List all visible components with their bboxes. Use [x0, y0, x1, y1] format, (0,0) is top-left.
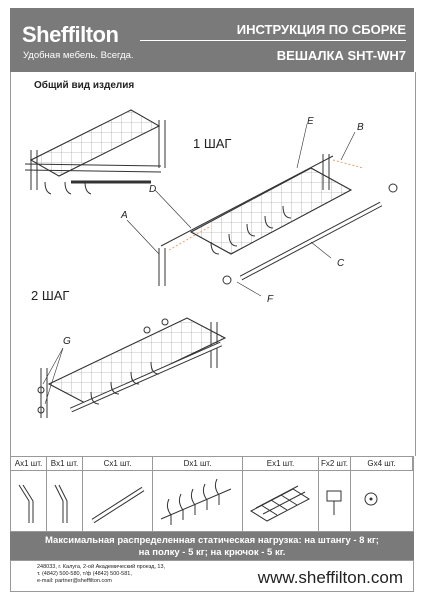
- part-header: Dx1 шт.: [153, 457, 243, 471]
- side-bracket-icon: [18, 484, 34, 523]
- part-letter-b: B: [357, 122, 364, 133]
- part-letter-g: G: [63, 336, 71, 347]
- rod-icon: [91, 486, 145, 524]
- part-letter-e: E: [307, 116, 314, 127]
- part-letter-d: D: [149, 184, 157, 195]
- screw-cap-icon: [364, 492, 378, 506]
- part-c-cell: [83, 471, 153, 536]
- part-header: Fx2 шт.: [319, 457, 351, 471]
- part-e-cell: [243, 471, 319, 536]
- assembly-drawing: Общий вид изделия 1 ШАГ 2 ШАГ: [10, 72, 416, 456]
- side-bracket-icon: [54, 484, 68, 523]
- step-2-drawing: [37, 317, 227, 418]
- part-d-cell: [153, 471, 243, 536]
- part-letter-f: F: [267, 294, 274, 305]
- footer: 248033, г. Калуга, 2-ой Академический пр…: [10, 560, 414, 592]
- assembly-illustration: [24, 109, 398, 418]
- part-header: Ax1 шт.: [11, 457, 47, 471]
- brand-logo: Sheffilton: [22, 22, 119, 47]
- website-link[interactable]: www.sheffilton.com: [257, 568, 403, 587]
- header-divider: [140, 40, 406, 41]
- load-banner: Максимальная распределенная статическая …: [10, 532, 414, 560]
- part-header: Gx4 шт.: [351, 457, 413, 471]
- part-f-cell: [319, 471, 351, 536]
- document-title: ИНСТРУКЦИЯ ПО СБОРКЕ: [236, 22, 406, 37]
- part-header: Bx1 шт.: [47, 457, 83, 471]
- part-letter-a: A: [121, 210, 128, 221]
- contact-address: 248033, г. Калуга, 2-ой Академический пр…: [37, 564, 165, 585]
- step-1-leaders: [126, 123, 356, 297]
- header-banner: Sheffilton Удобная мебель. Всегда. ИНСТР…: [10, 8, 414, 72]
- load-line-2: на полку - 5 кг; на крючок - 5 кг.: [138, 547, 286, 558]
- hook-bar-icon: [160, 478, 232, 525]
- part-a-cell: [11, 471, 47, 536]
- load-line-1: Максимальная распределенная статическая …: [45, 535, 379, 546]
- general-view-label: Общий вид изделия: [34, 80, 135, 91]
- step-1-label: 1 ШАГ: [193, 136, 232, 151]
- grid-shelf-icon: [249, 485, 311, 522]
- product-model: ВЕШАЛКА SHT-WH7: [276, 48, 406, 63]
- address-line-2: т. (4842) 500-580, т/ф (4842) 500-581,: [37, 571, 132, 577]
- part-header: Cx1 шт.: [83, 457, 153, 471]
- brand-tagline: Удобная мебель. Всегда.: [23, 50, 134, 61]
- parts-table: Ax1 шт. Bx1 шт. Cx1 шт. Dx1 шт. Ex1 шт. …: [10, 456, 414, 536]
- step-2-label: 2 ШАГ: [31, 288, 70, 303]
- part-letter-c: C: [337, 258, 345, 269]
- part-b-cell: [47, 471, 83, 536]
- address-line-3: e-mail: partner@sheffilton.com: [37, 578, 112, 584]
- connector-icon: [326, 490, 342, 515]
- part-header: Ex1 шт.: [243, 457, 319, 471]
- part-g-cell: [351, 471, 413, 536]
- step-1-drawing: [158, 154, 398, 286]
- address-line-1: 248033, г. Калуга, 2-ой Академический пр…: [37, 564, 166, 570]
- general-view-drawing: [24, 109, 166, 195]
